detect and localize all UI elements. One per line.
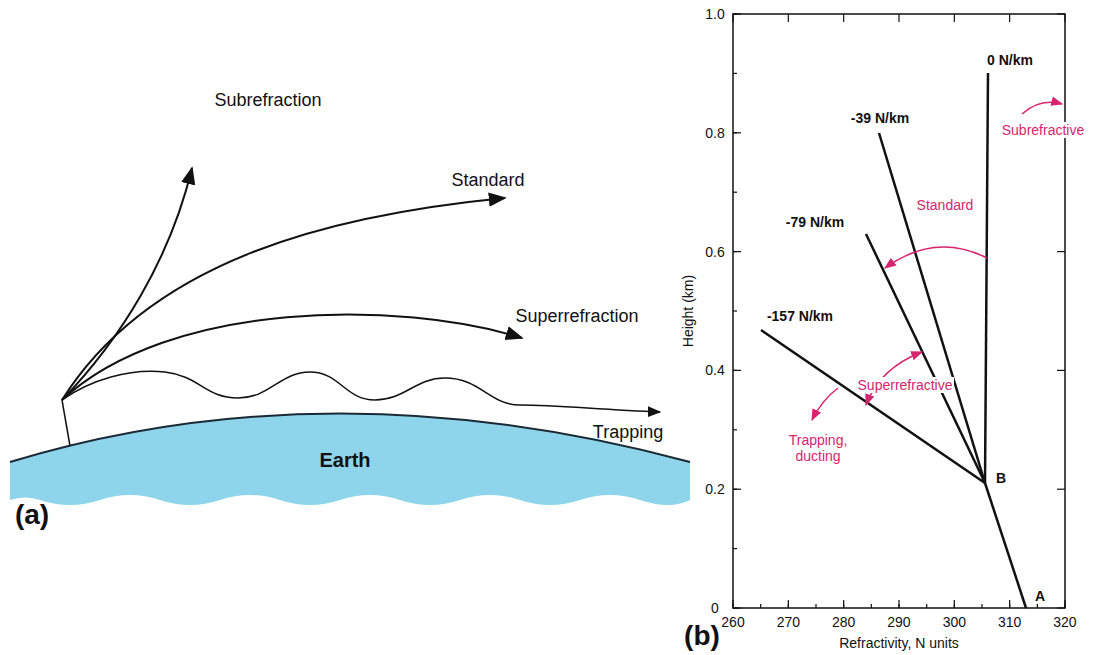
gradient-line	[866, 234, 985, 483]
ray-label: Subrefraction	[214, 90, 321, 111]
region-label: Trapping, ducting	[777, 432, 859, 464]
tick-label: 290	[887, 614, 910, 630]
axis-ticks	[733, 14, 1065, 608]
panel-tag: (a)	[15, 499, 49, 531]
region-arrow	[885, 247, 987, 268]
tick-label: 0.6	[705, 244, 724, 260]
tick-label: 0.8	[705, 125, 724, 141]
panel-tag: (b)	[684, 620, 720, 652]
earth-shape	[10, 414, 690, 506]
ray-path	[62, 315, 522, 400]
tick-label: 0.4	[705, 362, 724, 378]
tick-label: 310	[998, 614, 1021, 630]
ray-label: Trapping	[593, 422, 663, 443]
gradient-label: -79 N/km	[786, 214, 844, 230]
chart-frame	[733, 14, 1065, 608]
body-label: Earth	[319, 449, 370, 472]
tick-label: 280	[832, 614, 855, 630]
tick-label: 260	[721, 614, 744, 630]
axis-title: Refractivity, N units	[839, 635, 959, 651]
ray-label: Standard	[451, 170, 524, 191]
gradient-line	[985, 483, 1026, 608]
gradient-label: -157 N/km	[767, 308, 833, 324]
ray-path	[62, 371, 660, 412]
gradient-label: 0 N/km	[987, 52, 1033, 68]
ray-path	[62, 168, 192, 400]
tick-label: 1.0	[705, 6, 724, 22]
gradient-label: -39 N/km	[851, 110, 909, 126]
ray-path	[62, 198, 505, 400]
region-label: Standard	[915, 197, 976, 213]
ray-label: Superrefraction	[515, 306, 638, 327]
axis-title: Height (km)	[680, 275, 696, 347]
tick-label: 320	[1053, 614, 1076, 630]
tick-label: 300	[943, 614, 966, 630]
region-arrow	[1022, 102, 1062, 114]
tick-label: 0.2	[705, 481, 724, 497]
gradient-line	[985, 73, 988, 483]
point-label: A	[1035, 588, 1045, 604]
gradient-line	[879, 133, 985, 483]
region-label: Superrefractive	[856, 377, 955, 393]
point-label: B	[996, 470, 1006, 486]
tick-label: 0	[711, 600, 719, 616]
antenna-stub	[62, 400, 70, 446]
region-arrow	[812, 388, 838, 420]
region-label: Subrefractive	[1000, 122, 1086, 138]
tick-label: 270	[777, 614, 800, 630]
gradient-line	[761, 330, 985, 483]
